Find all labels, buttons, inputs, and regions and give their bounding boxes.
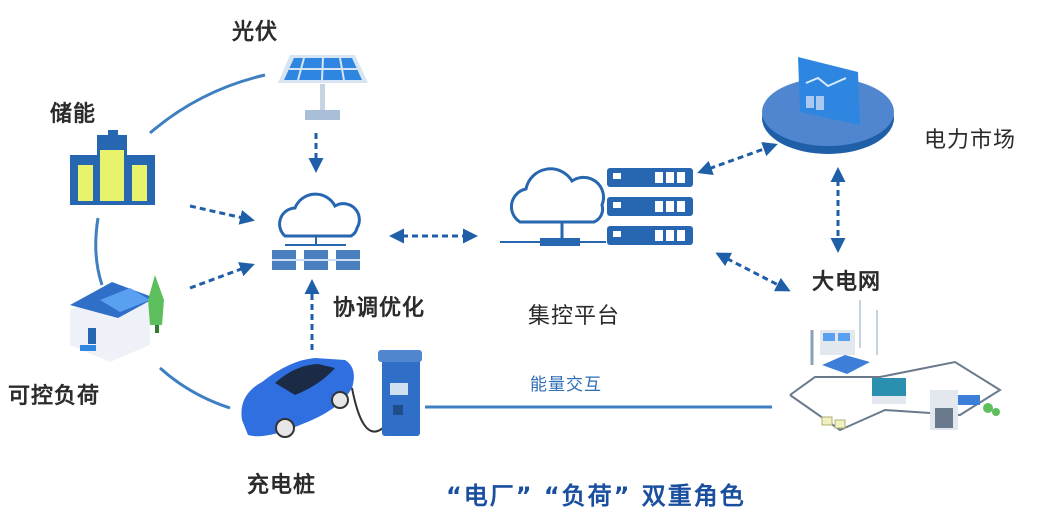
arrow-platform-grid bbox=[715, 252, 791, 292]
arrow-storage-to-coordination bbox=[189, 204, 255, 225]
slogan: “电厂” “负荷” 双重角色 bbox=[446, 482, 746, 510]
market-dashboard-icon bbox=[762, 57, 894, 154]
charger-label: 充电桩 bbox=[247, 473, 317, 498]
platform-label: 集控平台 bbox=[528, 304, 621, 329]
arrow-load-to-coordination bbox=[189, 262, 255, 290]
cloud-server-icon bbox=[500, 167, 693, 246]
battery-storage-icon bbox=[70, 130, 155, 205]
grid-label: 大电网 bbox=[812, 270, 882, 295]
load-label: 可控负荷 bbox=[8, 384, 101, 409]
ring-arc-storage-load bbox=[94, 217, 104, 286]
ev-charger-icon bbox=[378, 350, 422, 436]
solar-panel-icon bbox=[278, 55, 368, 120]
electric-car-icon bbox=[241, 358, 394, 438]
energy-exchange-label: 能量交互 bbox=[530, 375, 602, 395]
arrow-platform-market bbox=[697, 142, 778, 175]
coordination-label: 协调优化 bbox=[333, 296, 426, 321]
cloud-network-icon bbox=[272, 192, 361, 270]
ring-arc-storage-pv bbox=[149, 73, 266, 135]
market-label: 电力市场 bbox=[924, 128, 1017, 153]
house-icon bbox=[70, 275, 164, 362]
storage-label: 储能 bbox=[50, 102, 97, 127]
power-grid-icon bbox=[789, 300, 1002, 432]
pv-label: 光伏 bbox=[232, 20, 279, 45]
ring-arc-load-ev bbox=[158, 366, 231, 410]
